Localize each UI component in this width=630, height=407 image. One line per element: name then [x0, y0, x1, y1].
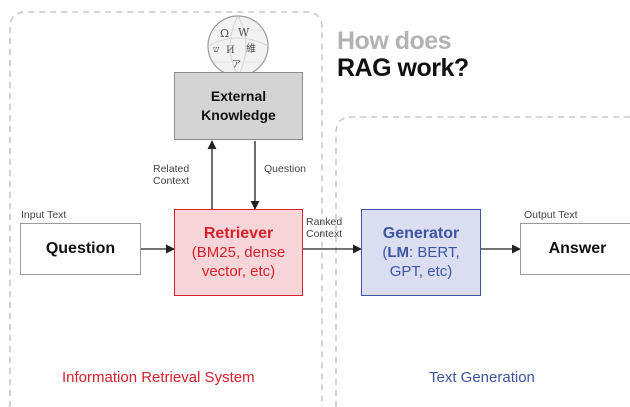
title-line-2: RAG work?: [337, 54, 469, 82]
question-box-label: Question: [45, 240, 116, 257]
retriever-line3: vector, etc): [201, 263, 276, 280]
svg-text:ア: ア: [232, 60, 241, 70]
information-retrieval-system-label: Information Retrieval System: [62, 369, 255, 386]
external-knowledge-box: External Knowledge: [174, 72, 303, 140]
svg-text:W: W: [238, 26, 250, 39]
answer-box: Answer: [520, 223, 630, 275]
svg-text:ש: ש: [213, 45, 220, 55]
related-context-label: Related Context: [153, 163, 190, 187]
svg-text:Ω: Ω: [220, 27, 229, 40]
ranked-context-label: Ranked Context: [306, 216, 343, 240]
title-line-1: How does: [337, 27, 452, 55]
generator-title: Generator: [382, 225, 460, 242]
retrieval-system-border: [9, 11, 323, 407]
retriever-box: Retriever (BM25, dense vector, etc): [174, 209, 303, 296]
question-label: Question: [264, 163, 307, 175]
retriever-title: Retriever: [203, 225, 274, 242]
generator-line2: (LM: BERT,: [382, 244, 460, 261]
generator-line3: GPT, etc): [389, 263, 453, 280]
retriever-line2: (BM25, dense: [191, 244, 286, 261]
generator-lm: LM: [387, 244, 410, 261]
generator-line2-rest: : BERT,: [409, 244, 460, 261]
output-text-label: Output Text: [524, 209, 578, 221]
generation-system-border: [335, 116, 630, 407]
input-text-label: Input Text: [21, 209, 67, 221]
svg-text:維: 維: [246, 42, 256, 55]
text-generation-label: Text Generation: [429, 369, 535, 386]
external-knowledge-line2: Knowledge: [201, 107, 276, 123]
external-knowledge-line1: External: [210, 88, 267, 104]
wikipedia-globe-icon: Ω W И 維 ア ש: [207, 15, 269, 77]
question-box: Question: [20, 223, 141, 275]
answer-box-label: Answer: [548, 240, 607, 257]
generator-box: Generator (LM: BERT, GPT, etc): [361, 209, 481, 296]
svg-text:И: И: [226, 45, 235, 56]
